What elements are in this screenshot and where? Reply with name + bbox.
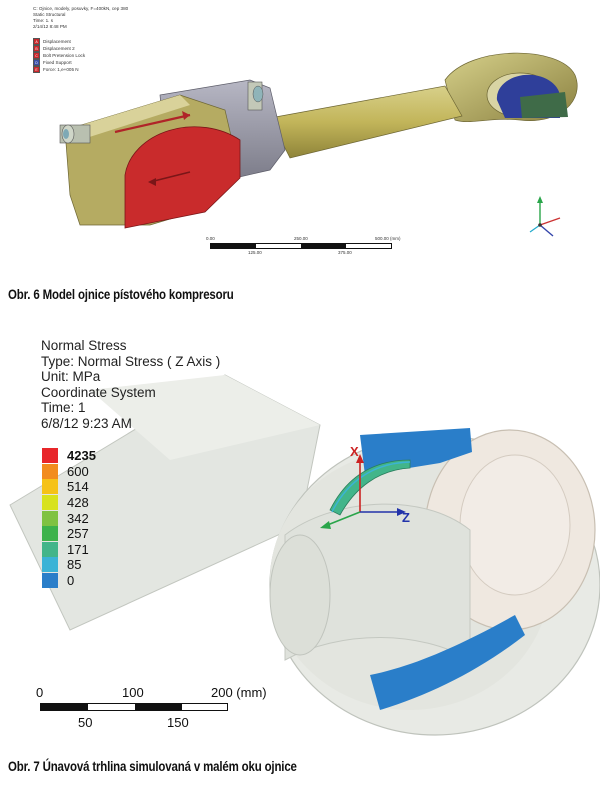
legend-item: 342 bbox=[42, 510, 96, 526]
stress-band-bottom bbox=[370, 615, 525, 710]
legend-label: 600 bbox=[67, 463, 89, 479]
legend-item: 600 bbox=[42, 463, 96, 480]
legend-item: 171 bbox=[42, 541, 96, 558]
result-date: 6/8/12 9:23 AM bbox=[41, 415, 132, 431]
axis-label-z: Z bbox=[402, 510, 410, 525]
legend-label: 342 bbox=[67, 510, 89, 526]
axis-label-x: X bbox=[350, 444, 359, 459]
legend-swatch bbox=[42, 573, 58, 589]
scale-label: 375.00 bbox=[338, 250, 352, 255]
figure-6-scale-bar: 0.00 250.00 500.00 (mm) 125.00 375.00 bbox=[206, 236, 410, 266]
result-coordinate-system: Coordinate System bbox=[41, 384, 156, 400]
rod-shank bbox=[269, 85, 463, 159]
figure-6-info: C: Ojnice, modely, posuvky, F=400kN, cep… bbox=[33, 6, 128, 30]
scale-label: 100 bbox=[122, 685, 144, 700]
legend-label: 171 bbox=[67, 541, 89, 557]
legend-label: Displacement 2 bbox=[43, 45, 75, 51]
legend-label: Force: 1,e+005 N bbox=[43, 66, 79, 72]
result-type: Type: Normal Stress ( Z Axis ) bbox=[41, 353, 221, 369]
figure-6: C: Ojnice, modely, posuvky, F=400kN, cep… bbox=[0, 0, 600, 302]
legend-swatch bbox=[42, 463, 58, 479]
scale-label: 150 bbox=[167, 715, 189, 730]
scale-label: 125.00 bbox=[248, 250, 262, 255]
legend-label: 514 bbox=[67, 479, 89, 495]
figure-6-title: C: Ojnice, modely, posuvky, F=400kN, cep… bbox=[33, 6, 129, 11]
scale-label: 0 bbox=[36, 685, 44, 700]
legend-label: 85 bbox=[67, 557, 82, 573]
result-name: Normal Stress bbox=[41, 338, 127, 353]
bearing-red bbox=[124, 126, 241, 229]
result-time: Time: 1 bbox=[41, 400, 86, 415]
stress-legend: 4235 600 514 428 342 257 171 85 0 bbox=[42, 448, 96, 589]
figure-6-caption: Obr. 6 Model ojnice pístového kompresoru bbox=[8, 286, 234, 302]
legend-swatch: D bbox=[33, 59, 40, 66]
legend-label: 257 bbox=[67, 526, 89, 542]
legend-swatch: C bbox=[33, 52, 40, 59]
figure-7-scale-bar: 0 100 200 (mm) 50 150 bbox=[36, 685, 316, 735]
legend-label: Displacement bbox=[43, 38, 71, 44]
figure-7-info: Normal Stress Type: Normal Stress ( Z Ax… bbox=[41, 338, 220, 431]
legend-item: 0 bbox=[42, 573, 96, 589]
legend-label: Bolt Pretension Lock bbox=[43, 52, 86, 58]
legend-item: 428 bbox=[42, 495, 96, 511]
scale-label: 50 bbox=[78, 715, 93, 730]
legend-swatch bbox=[42, 526, 58, 542]
connecting-rod-model bbox=[59, 52, 578, 237]
legend-item: 4235 bbox=[42, 448, 96, 464]
legend-swatch bbox=[42, 510, 58, 526]
legend-swatch bbox=[42, 495, 58, 511]
legend-swatch bbox=[42, 448, 58, 464]
legend-swatch: E bbox=[33, 66, 40, 73]
legend-label: 428 bbox=[67, 495, 89, 511]
scale-label: 250.00 bbox=[294, 236, 308, 241]
scale-label: 0.00 bbox=[206, 236, 215, 241]
scale-label: 200 (mm) bbox=[211, 685, 267, 700]
legend-swatch: A bbox=[33, 38, 40, 45]
legend-swatch bbox=[42, 479, 58, 495]
legend-swatch bbox=[42, 557, 58, 573]
result-unit: Unit: MPa bbox=[41, 369, 101, 384]
legend-item: 85 bbox=[42, 557, 96, 573]
legend-label: Fixed Support bbox=[43, 59, 72, 65]
legend-item: 514 bbox=[42, 479, 96, 495]
legend-swatch bbox=[42, 541, 58, 557]
legend-label: 4235 bbox=[67, 448, 96, 464]
figure-7: X Z Normal Stress Type: Normal Stress ( … bbox=[0, 330, 600, 785]
legend-swatch: B bbox=[33, 45, 40, 52]
figure-6-type: Static Structural bbox=[33, 12, 66, 17]
legend-item: 257 bbox=[42, 526, 96, 542]
coordinate-triad-icon bbox=[529, 196, 561, 237]
figure-6-date: 2/14/12 8:48 PM bbox=[33, 24, 67, 29]
small-end-stress-model bbox=[9, 374, 600, 736]
figure-7-caption: Obr. 7 Únavová trhlina simulovaná v malé… bbox=[8, 758, 297, 774]
figure-6-time: Time: 1. s bbox=[33, 18, 53, 23]
legend-label: 0 bbox=[67, 573, 75, 589]
scale-label: 500.00 (mm) bbox=[375, 236, 401, 241]
coordinate-triad-icon bbox=[320, 454, 406, 529]
